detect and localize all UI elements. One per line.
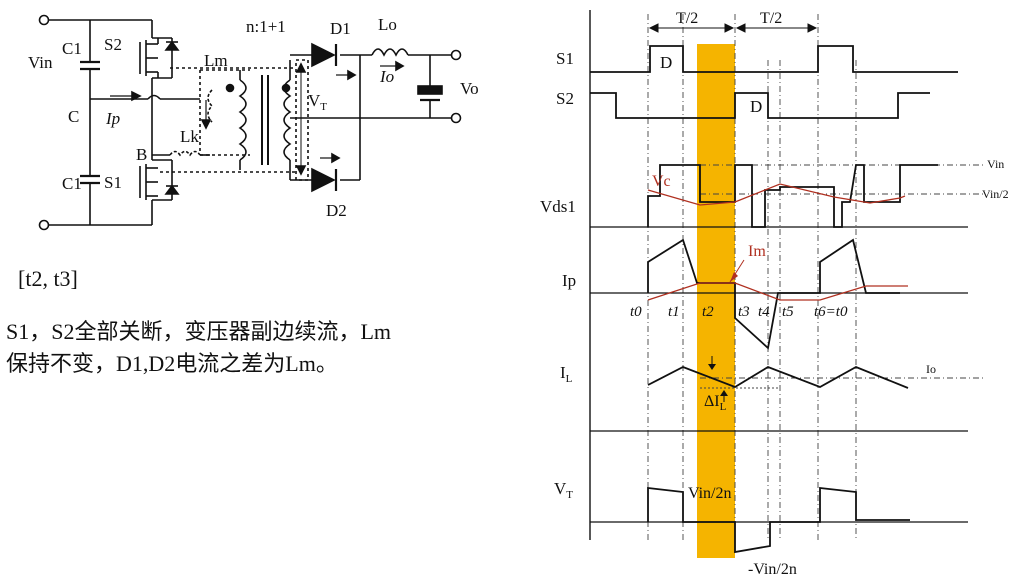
s1-label: S1 [104,173,122,192]
half-period-label-1: T/2 [676,10,698,27]
ratio-label: n:1+1 [246,17,286,36]
s1-wave-label: S1 [556,49,574,68]
s1-waveform [590,45,958,73]
ip-waveform [647,238,900,350]
lm-label: Lm [204,51,228,70]
interval-label: [t2, t3] [18,266,78,291]
c1-bottom-label: C1 [62,174,82,193]
c1-top-label: C1 [62,39,82,58]
d2-label: D2 [326,201,347,220]
t6-label: t6=t0 [814,304,848,320]
b-node-label: B [136,145,147,164]
im-pointer-head [730,272,738,282]
t2-t3-highlight [697,44,735,558]
c-node-label: C [68,107,79,126]
d1-label: D1 [330,19,351,38]
vds1-reference-lines [700,164,985,195]
d1-diode [311,42,336,68]
s2-mosfet [139,37,180,79]
ip-wave-label: Ip [562,271,576,290]
il-wave-label: IL [560,363,573,385]
vo-label: Vo [460,79,479,98]
io-label: Io [379,67,394,86]
ripple-arrow-top-head [708,364,716,370]
il-waveform [647,366,909,389]
t3-label: t3 [738,304,750,320]
delta-il-label: ΔIL [704,393,727,413]
lo-label: Lo [378,15,397,34]
vt-circuit-label: VT [308,91,327,113]
description-line-2: 保持不变，D1,D2电流之差为Lm。 [6,351,338,376]
im-label: Im [748,243,766,260]
im-waveform [647,282,908,301]
t0-label: t0 [630,304,642,320]
d2-diode [311,167,336,193]
t1-label: t1 [668,304,680,320]
s1-d-label: D [660,53,672,72]
vin-half-ref-label: Vin/2 [982,187,1009,201]
half-period-arrows [648,23,818,33]
lk-label: Lk [180,127,199,146]
output-capacitor [417,85,443,95]
vds1-wave-label: Vds1 [540,197,576,216]
vt-wave-label: VT [554,479,573,501]
t4-label: t4 [758,304,770,320]
lo-inductor [371,48,409,57]
vc-label: Vc [652,173,671,190]
io-ref-label: Io [926,362,936,376]
ip-label: Ip [105,109,120,128]
vin-label: Vin [28,53,53,72]
t2-label: t2 [702,304,714,320]
neg-vin-2n-label: -Vin/2n [748,561,797,578]
vin-bottom-terminal [38,219,50,231]
vin-2n-label: Vin/2n [688,485,731,502]
vc-waveform [647,183,906,206]
vt-waveform [647,486,910,554]
half-period-label-2: T/2 [760,10,782,27]
s2-waveform [590,92,930,119]
s2-d-label: D [750,97,762,116]
s2-label: S2 [104,35,122,54]
s2-wave-label: S2 [556,89,574,108]
vds1-waveform [647,164,938,228]
timing-marker-lines [647,14,857,540]
vin-top-terminal [38,14,50,26]
vo-top-terminal [450,49,462,61]
vin-ref-label: Vin [987,157,1004,171]
circuit-schematic [38,14,462,231]
s1-mosfet [139,159,180,201]
ripple-arrow-bottom-head [720,390,728,396]
vo-bottom-terminal [450,112,462,124]
description-line-1: S1，S2全部关断，变压器副边续流，Lm [6,319,392,344]
t5-label: t5 [782,304,794,320]
